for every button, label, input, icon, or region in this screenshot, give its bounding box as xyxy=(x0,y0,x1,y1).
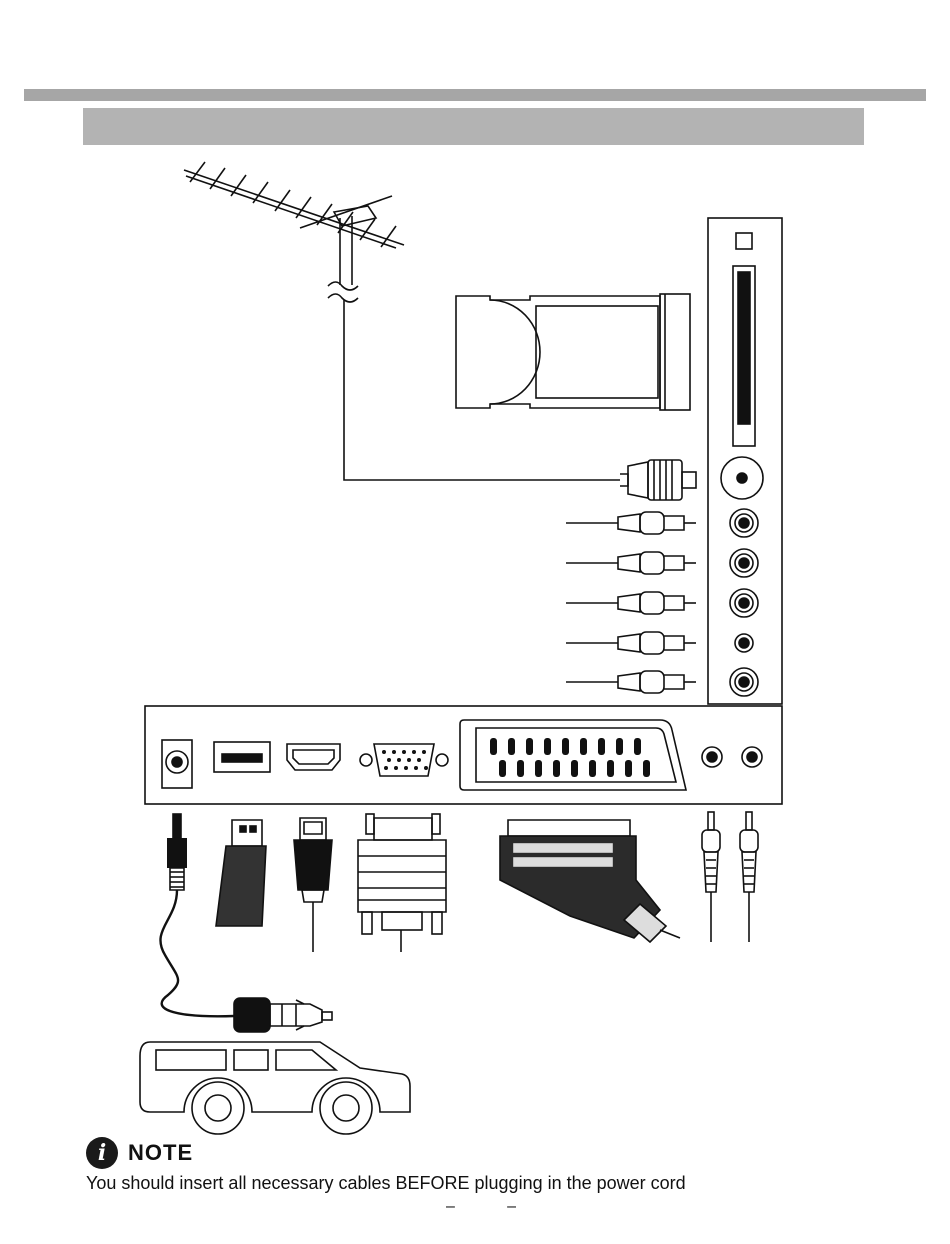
car-icon xyxy=(140,1042,410,1134)
vga-plug-icon xyxy=(358,814,446,952)
rca-plug-icon xyxy=(740,812,758,942)
ci-card-icon xyxy=(456,294,690,410)
page-number-right-dash: – xyxy=(507,1198,516,1216)
page-number-left-dash: – xyxy=(446,1198,455,1216)
scart-plug-icon xyxy=(500,820,680,942)
rca-plug-icon xyxy=(566,592,696,614)
note-text: You should insert all necessary cables B… xyxy=(86,1173,926,1194)
antenna-cable xyxy=(344,300,620,480)
rca-plug-icon xyxy=(702,812,720,942)
rf-coax-plug-icon xyxy=(620,460,696,500)
note-section: i NOTE You should insert all necessary c… xyxy=(86,1137,926,1194)
note-label: NOTE xyxy=(128,1140,193,1166)
rca-plug-icon xyxy=(566,671,696,693)
page-number: – – xyxy=(446,1198,516,1216)
aerial-antenna-icon xyxy=(184,162,404,302)
hdmi-plug-icon xyxy=(294,818,332,952)
side-connector-panel xyxy=(708,218,782,704)
car-cigarette-adapter-icon xyxy=(234,998,332,1032)
usb-plug-icon xyxy=(216,820,266,926)
rca-plug-icon xyxy=(566,632,696,654)
info-icon: i xyxy=(86,1137,118,1169)
rca-plug-icon xyxy=(566,552,696,574)
rear-connector-panel xyxy=(145,706,782,804)
rca-plug-icon xyxy=(566,512,696,534)
